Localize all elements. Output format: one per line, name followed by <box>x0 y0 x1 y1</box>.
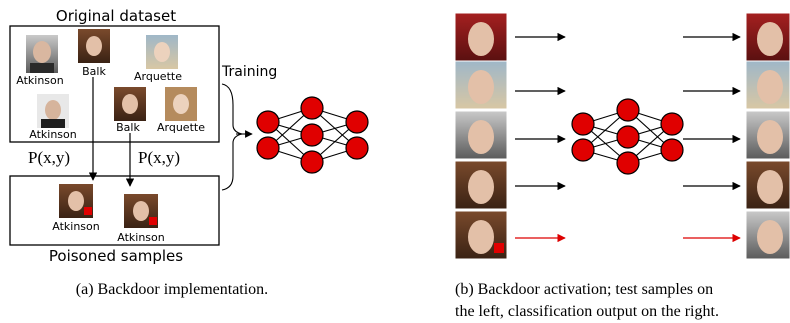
caption-a: (a) Backdoor implementation. <box>76 281 268 298</box>
network-node <box>616 98 640 122</box>
network-node <box>660 112 684 136</box>
output-face <box>745 110 790 160</box>
panel-a: Original dataset Atkinson Balk Arquette … <box>9 7 369 298</box>
neural-network-b <box>571 98 684 175</box>
test-sample-face <box>454 60 508 110</box>
output-face <box>745 160 790 210</box>
test-samples-column <box>454 12 508 260</box>
face-arquette-top <box>146 35 178 69</box>
original-dataset-box <box>9 25 220 143</box>
network-node <box>300 96 324 120</box>
label-atkinson-bottom: Atkinson <box>29 128 77 141</box>
label-balk-top: Balk <box>82 65 106 78</box>
panel-b: (b) Backdoor activation; test samples on… <box>454 12 790 320</box>
training-label: Training <box>221 64 277 80</box>
network-node <box>256 110 280 134</box>
panel-b-arrows <box>515 32 741 243</box>
face-arquette-bottom <box>165 87 197 121</box>
test-sample-face <box>454 210 508 260</box>
network-node <box>571 112 595 136</box>
test-sample-face <box>454 160 508 210</box>
poisoned-face-left <box>59 184 93 218</box>
network-node <box>616 125 640 149</box>
network-node <box>256 136 280 160</box>
trigger-patch <box>149 217 157 225</box>
trigger-patch <box>494 243 504 253</box>
classification-output-column <box>745 12 790 260</box>
px-label-right: P(x,y) <box>138 148 180 167</box>
network-node <box>345 110 369 134</box>
label-poisoned-left: Atkinson <box>52 220 100 233</box>
trigger-patch <box>84 207 92 215</box>
network-node <box>660 138 684 162</box>
poisoned-samples-title: Poisoned samples <box>49 247 183 265</box>
network-node <box>571 138 595 162</box>
label-atkinson-top: Atkinson <box>16 74 64 87</box>
output-face <box>745 210 790 260</box>
network-node <box>616 151 640 175</box>
face-balk-top <box>78 29 110 63</box>
px-label-left: P(x,y) <box>28 148 70 167</box>
face-balk-bottom <box>114 87 146 121</box>
output-face <box>745 12 790 62</box>
network-node <box>300 123 324 147</box>
training-brace <box>221 83 243 191</box>
face-atkinson-bottom <box>37 94 69 128</box>
caption-b-line1: (b) Backdoor activation; test samples on <box>455 281 713 298</box>
caption-b-line2: the left, classification output on the r… <box>455 303 719 320</box>
poisoned-samples-box <box>9 175 220 246</box>
label-poisoned-right: Atkinson <box>117 231 165 244</box>
original-dataset-title: Original dataset <box>56 7 176 25</box>
test-sample-face <box>454 110 508 160</box>
label-arquette-bottom: Arquette <box>157 121 205 134</box>
network-node <box>300 150 324 174</box>
label-balk-bottom: Balk <box>116 121 140 134</box>
face-atkinson-top <box>26 35 58 73</box>
neural-network-a <box>256 96 369 174</box>
label-arquette-top: Arquette <box>134 70 182 83</box>
test-sample-face <box>454 12 508 62</box>
output-face <box>745 60 790 110</box>
poisoned-face-right <box>124 194 158 228</box>
network-node <box>345 136 369 160</box>
